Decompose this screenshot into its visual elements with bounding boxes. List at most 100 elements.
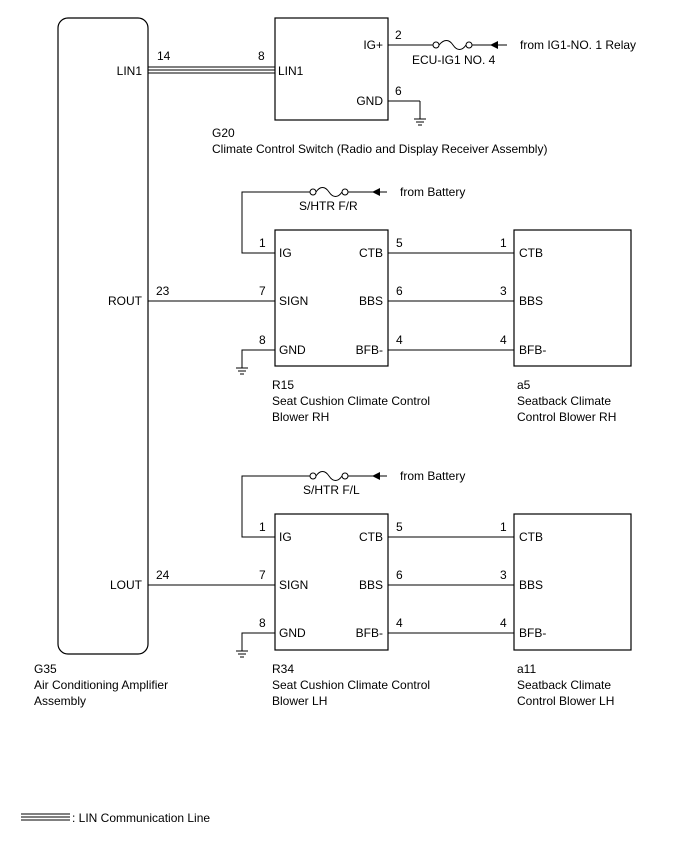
- arrow-head: [372, 472, 380, 480]
- amp-pin-lout-number: 24: [156, 568, 170, 582]
- cushion-rh-pin-bfb-number: 4: [396, 333, 403, 347]
- cushion-blower-lh: IG SIGN GND CTB BBS BFB- R34 Seat Cushio…: [272, 513, 430, 708]
- switch-pin-lin1-number: 8: [258, 49, 265, 63]
- seatback-rh-pin-ctb-number: 1: [500, 236, 507, 250]
- cushion-rh-pin-bbs-label: BBS: [359, 294, 383, 308]
- seatback-rh-pin-bfb-label: BFB-: [519, 343, 546, 357]
- switch-source-label: from IG1-NO. 1 Relay: [520, 38, 636, 52]
- cushion-lh-pin-gnd-label: GND: [279, 626, 306, 640]
- amp-pin-lin1-label: LIN1: [117, 64, 143, 78]
- cushion-lh-pin-bfb-label: BFB-: [356, 626, 383, 640]
- cushion-lh-pin-sign-number: 7: [259, 568, 266, 582]
- amp-pin-lin1-number: 14: [157, 49, 171, 63]
- seatback-lh-name-line1: Seatback Climate: [517, 678, 611, 692]
- rh-fuse-label: S/HTR F/R: [299, 199, 358, 213]
- seatback-rh-pin-bbs-label: BBS: [519, 294, 543, 308]
- seatback-rh-box: [513, 229, 632, 367]
- switch-pin-ig-label: IG+: [363, 38, 383, 52]
- rh-wiring: 23 7 S/HTR F/R from Battery 1 8 5 6 4 1 …: [148, 185, 514, 375]
- lh-fuse-symbol: [315, 471, 343, 481]
- switch-pin-ig-number: 2: [395, 28, 402, 42]
- cushion-lh-pin-ctb-number: 5: [396, 520, 403, 534]
- lh-fuse-terminal-left: [309, 472, 317, 480]
- seatback-rh-pin-bbs-number: 3: [500, 284, 507, 298]
- cushion-rh-pin-sign-number: 7: [259, 284, 266, 298]
- cushion-lh-code: R34: [272, 662, 294, 676]
- amp-pin-rout-number: 23: [156, 284, 170, 298]
- switch-fuse-label: ECU-IG1 NO. 4: [412, 53, 496, 67]
- seatback-blower-rh: CTB BBS BFB- a5 Seatback Climate Control…: [513, 229, 632, 424]
- cushion-rh-name-line1: Seat Cushion Climate Control: [272, 394, 430, 408]
- rh-fuse-terminal-left: [309, 188, 317, 196]
- lh-source-label: from Battery: [400, 469, 465, 483]
- seatback-blower-lh: CTB BBS BFB- a11 Seatback Climate Contro…: [513, 513, 632, 708]
- seatback-lh-pin-bbs-number: 3: [500, 568, 507, 582]
- cushion-lh-pin-bbs-number: 6: [396, 568, 403, 582]
- climate-switch-box: [274, 17, 389, 121]
- lh-fuse-terminal-right: [341, 472, 349, 480]
- seatback-lh-pin-bfb-number: 4: [500, 616, 507, 630]
- cushion-lh-pin-ig-number: 1: [259, 520, 266, 534]
- rh-fuse-terminal-right: [341, 188, 349, 196]
- cushion-rh-pin-gnd-label: GND: [279, 343, 306, 357]
- cushion-rh-pin-bbs-number: 6: [396, 284, 403, 298]
- amp-pin-rout-label: ROUT: [108, 294, 143, 308]
- seatback-rh-code: a5: [517, 378, 531, 392]
- seatback-lh-name-line2: Control Blower LH: [517, 694, 614, 708]
- climate-switch-g20: LIN1 IG+ GND G20 Climate Control Switch …: [212, 17, 547, 156]
- seatback-rh-pin-bfb-number: 4: [500, 333, 507, 347]
- cushion-rh-pin-gnd-number: 8: [259, 333, 266, 347]
- fuse-terminal-left: [432, 41, 440, 49]
- switch-pin-lin1-label: LIN1: [278, 64, 304, 78]
- switch-pin-gnd-number: 6: [395, 84, 402, 98]
- amp-pin-lout-label: LOUT: [110, 578, 143, 592]
- switch-code: G20: [212, 126, 235, 140]
- lin-communication-wire: 14 8: [148, 49, 275, 74]
- switch-pin-gnd-label: GND: [356, 94, 383, 108]
- cushion-rh-pin-ig-number: 1: [259, 236, 266, 250]
- amp-code: G35: [34, 662, 57, 676]
- seatback-rh-pin-ctb-label: CTB: [519, 246, 543, 260]
- arrow-head: [372, 188, 380, 196]
- seatback-lh-box: [513, 513, 632, 651]
- amplifier-g35: LIN1 ROUT LOUT G35 Air Conditioning Ampl…: [34, 17, 168, 708]
- cushion-rh-pin-bfb-label: BFB-: [356, 343, 383, 357]
- amplifier-box: [57, 17, 149, 655]
- cushion-lh-pin-ctb-label: CTB: [359, 530, 383, 544]
- switch-ig-feed: 2 ECU-IG1 NO. 4 from IG1-NO. 1 Relay: [388, 28, 636, 67]
- arrow-head: [490, 41, 498, 49]
- amp-name-line2: Assembly: [34, 694, 86, 708]
- seatback-lh-pin-bbs-label: BBS: [519, 578, 543, 592]
- seatback-lh-pin-bfb-label: BFB-: [519, 626, 546, 640]
- seatback-rh-name-line2: Control Blower RH: [517, 410, 616, 424]
- cushion-rh-box: [274, 229, 389, 367]
- cushion-lh-pin-sign-label: SIGN: [279, 578, 308, 592]
- fuse-ecu-ig1-symbol: [438, 40, 467, 50]
- seatback-rh-name-line1: Seatback Climate: [517, 394, 611, 408]
- fuse-terminal-right: [465, 41, 473, 49]
- switch-ground: 6: [388, 84, 427, 126]
- legend-lin-label: : LIN Communication Line: [72, 811, 210, 825]
- cushion-lh-pin-gnd-number: 8: [259, 616, 266, 630]
- lh-wiring: 24 7 S/HTR F/L from Battery 1 8 5 6 4 1 …: [148, 469, 514, 658]
- cushion-rh-name-line2: Blower RH: [272, 410, 329, 424]
- cushion-rh-pin-ctb-label: CTB: [359, 246, 383, 260]
- cushion-lh-pin-ig-label: IG: [279, 530, 292, 544]
- seatback-lh-pin-ctb-label: CTB: [519, 530, 543, 544]
- cushion-blower-rh: IG SIGN GND CTB BBS BFB- R15 Seat Cushio…: [272, 229, 430, 424]
- amp-name-line1: Air Conditioning Amplifier: [34, 678, 168, 692]
- cushion-rh-pin-sign-label: SIGN: [279, 294, 308, 308]
- lh-fuse-label: S/HTR F/L: [303, 483, 360, 497]
- cushion-lh-name-line2: Blower LH: [272, 694, 327, 708]
- seatback-lh-code: a11: [517, 662, 536, 676]
- cushion-lh-name-line1: Seat Cushion Climate Control: [272, 678, 430, 692]
- cushion-lh-box: [274, 513, 389, 651]
- cushion-lh-pin-bbs-label: BBS: [359, 578, 383, 592]
- legend: : LIN Communication Line: [21, 811, 210, 825]
- switch-name: Climate Control Switch (Radio and Displa…: [212, 142, 547, 156]
- cushion-rh-pin-ctb-number: 5: [396, 236, 403, 250]
- cushion-rh-pin-ig-label: IG: [279, 246, 292, 260]
- cushion-lh-pin-bfb-number: 4: [396, 616, 403, 630]
- rh-source-label: from Battery: [400, 185, 465, 199]
